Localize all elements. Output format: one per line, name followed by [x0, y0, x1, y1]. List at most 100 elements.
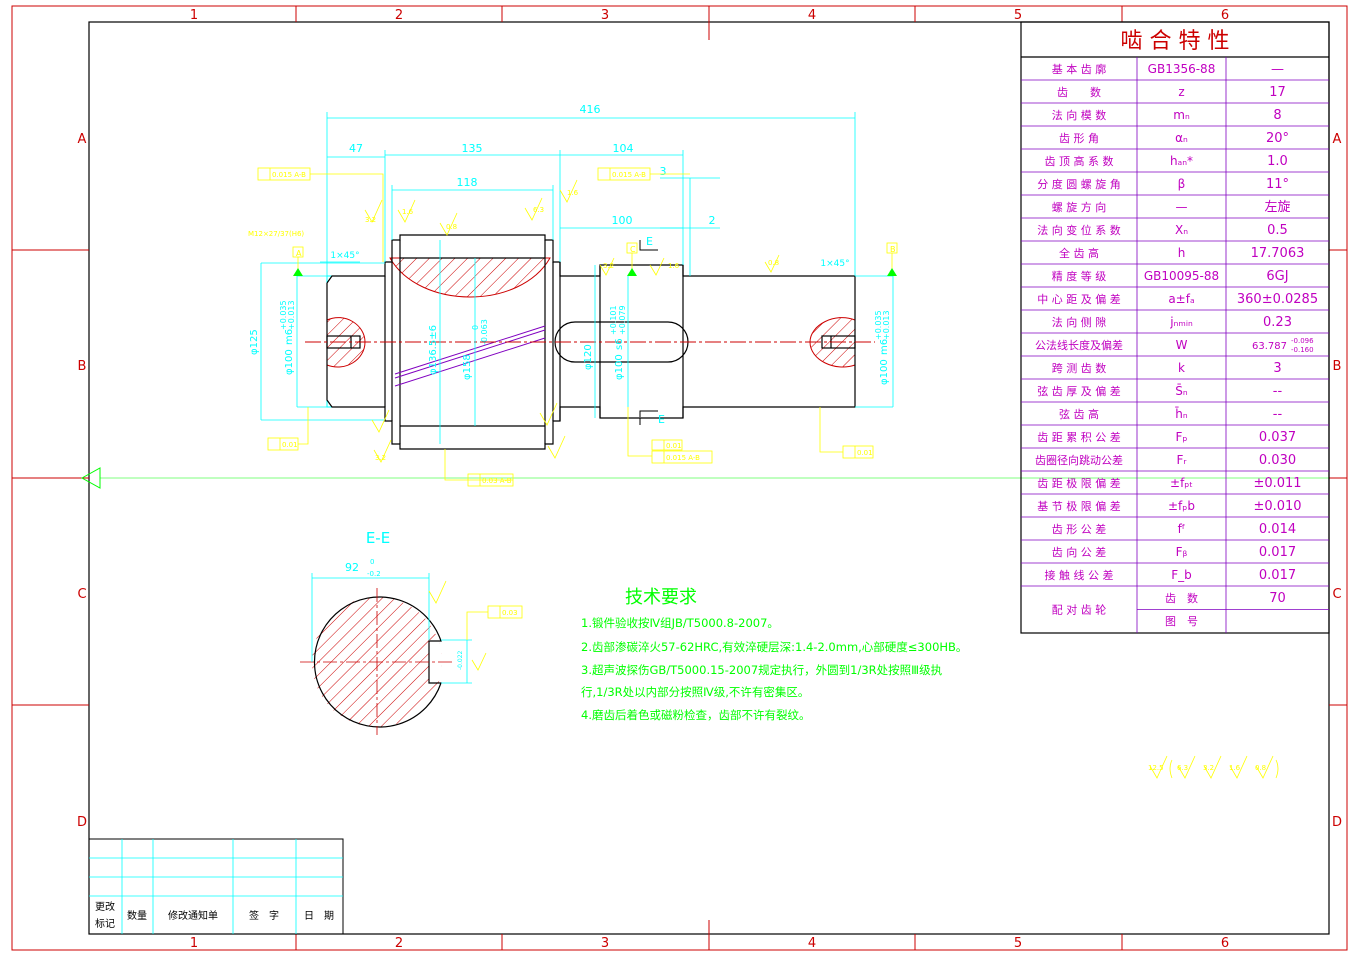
col-label: 1: [190, 8, 198, 23]
row-label: D: [77, 815, 87, 830]
legend-item: 0.8: [1255, 764, 1266, 772]
thread-callout: M12×27/37(H6): [248, 230, 304, 238]
mesh-table-title: 啮 合 特 性: [1121, 29, 1230, 54]
col-label: 2: [395, 8, 403, 23]
table-row-symbol: z: [1178, 85, 1184, 99]
dim-tol-left-u: +0.035: [279, 300, 288, 330]
dim-100: 100: [612, 214, 633, 227]
table-row-tol-upper: -0.096: [1291, 337, 1314, 345]
table-row-symbol: jₙₘᵢₙ: [1169, 315, 1193, 329]
rev-col-5: 日 期: [304, 910, 334, 922]
dim-118: 118: [457, 176, 478, 189]
table-row-label: 接 触 线 公 差: [1045, 568, 1114, 582]
dim-tol-right-u: +0.035: [874, 310, 883, 340]
tech-note-2: 2.齿部渗碳淬火57-62HRC,有效淬硬层深:1.4-2.0mm,心部硬度≤3…: [581, 640, 967, 654]
table-row-symbol: fᶠ: [1178, 522, 1186, 536]
table-row-symbol: a±fₐ: [1168, 292, 1194, 306]
dim-135: 135: [462, 142, 483, 155]
table-row-symbol: αₙ: [1175, 131, 1188, 145]
table-row-label: 弦 齿 厚 及 偏 差: [1037, 384, 1120, 398]
table-row-label: 齿 数: [1057, 86, 1101, 99]
table-row-symbol: ±fₚₜ: [1170, 476, 1193, 490]
dim-fit-left: m6: [284, 329, 295, 345]
col-label: 5: [1014, 936, 1022, 951]
table-row-label: 法 向 模 数: [1052, 108, 1107, 122]
table-row-symbol: —: [1176, 200, 1188, 214]
tech-note-4: 4.磨齿后着色或磁粉检查，齿部不许有裂纹。: [581, 708, 810, 722]
section-width-tol-l: -0.2: [367, 570, 381, 578]
table-row-label: 分 度 圆 螺 旋 角: [1037, 177, 1120, 191]
tech-note-3b: 行,1/3R处以内部分按照Ⅳ级,不许有密集区。: [581, 685, 809, 699]
table-row-label: 全 齿 高: [1059, 246, 1099, 260]
dim-overall: 416: [580, 103, 601, 116]
dim-root: φ158: [462, 354, 473, 380]
table-row-value: --: [1273, 407, 1283, 422]
mating-teeth-value: 70: [1269, 591, 1286, 606]
datum-c: C: [630, 245, 636, 254]
legend-item: 1.6: [1229, 764, 1241, 772]
table-row-label: 齿圈径向跳动公差: [1035, 453, 1123, 467]
table-row-value: 17: [1269, 85, 1286, 100]
roughness-legend: 12.5 6.3 3.2 1.6 0.8: [1148, 755, 1279, 779]
section-width-tol-u: 0: [370, 558, 374, 566]
gdt-frame-4: 0.01: [282, 441, 298, 449]
table-row-symbol: β: [1178, 177, 1186, 191]
dim-gear: φ136.5±6: [428, 325, 439, 375]
dim-tol-mid-l: +0.079: [618, 305, 627, 335]
dim-tol-mid-u: +0.101: [609, 305, 618, 335]
tech-notes-title: 技术要求: [625, 587, 697, 608]
dim-tol-left-l: +0.013: [287, 300, 296, 330]
table-row-symbol: mₙ: [1173, 108, 1190, 122]
chamfer-right: 1×45°: [820, 259, 849, 269]
section-mark-e2: E: [658, 413, 665, 426]
col-label: 6: [1221, 8, 1229, 23]
mating-drawing-label: 图 号: [1165, 615, 1198, 628]
table-row-symbol: GB1356-88: [1148, 62, 1216, 76]
dim-104: 104: [613, 142, 634, 155]
table-row-value: 11°: [1266, 177, 1289, 192]
table-row-symbol: GB10095-88: [1144, 269, 1219, 283]
table-row-label: 螺 旋 方 向: [1052, 200, 1107, 214]
row-label: A: [78, 132, 87, 147]
table-row-value: 6GJ: [1266, 269, 1288, 284]
table-row-value: 0.017: [1259, 568, 1296, 583]
table-row-label: 齿 形 公 差: [1052, 522, 1107, 536]
table-row-value: --: [1273, 384, 1283, 399]
gdt-frame-2: 0.015 A-B: [612, 171, 646, 179]
table-row-symbol: Xₙ: [1175, 223, 1188, 237]
table-row-label: 公法线长度及偏差: [1035, 338, 1123, 352]
roughness-label: 0.8: [446, 223, 457, 231]
row-label: B: [78, 359, 87, 374]
roughness-label: 6.3: [533, 206, 544, 214]
section-title: E-E: [366, 529, 390, 547]
table-row-value: 0.5: [1267, 223, 1288, 238]
col-label: 3: [601, 8, 609, 23]
shaft-main-view: 416 47 135 104 118 3 100 2 1×45° 1×45° φ…: [248, 103, 898, 487]
table-row-symbol: Fₚ: [1175, 430, 1187, 444]
roughness-label: 1.6: [668, 262, 680, 270]
roughness-label: 1.6: [402, 208, 414, 216]
tech-notes: 技术要求 1.锻件验收按Ⅳ组JB/T5000.8-2007。 2.齿部渗碳淬火5…: [581, 587, 967, 722]
table-row-label: 齿 向 公 差: [1052, 545, 1107, 559]
datum-a: A: [296, 249, 302, 258]
table-row-value: 左旋: [1264, 200, 1290, 215]
gdt-frame-7: 0.01: [857, 449, 873, 457]
table-row-value: 0.017: [1259, 545, 1296, 560]
col-label: 3: [601, 936, 609, 951]
roughness-label: 3.2: [603, 262, 614, 270]
row-label: C: [77, 587, 86, 602]
table-row-value: —: [1271, 62, 1284, 77]
table-row-symbol: k: [1178, 361, 1185, 375]
table-row-value: ±0.010: [1253, 499, 1301, 514]
legend-item: 12.5: [1148, 764, 1164, 772]
gdt-frame-1: 0.015 A-B: [272, 171, 306, 179]
table-row-value: 0.037: [1259, 430, 1296, 445]
dim-root-tol-u: 0: [471, 325, 480, 330]
table-row-value: 3: [1273, 361, 1281, 376]
dim-dia100-left: φ100: [284, 349, 295, 375]
row-label: B: [1333, 359, 1342, 374]
tech-note-1: 1.锻件验收按Ⅳ组JB/T5000.8-2007。: [581, 616, 779, 630]
dim-dia120: φ120: [583, 344, 594, 370]
